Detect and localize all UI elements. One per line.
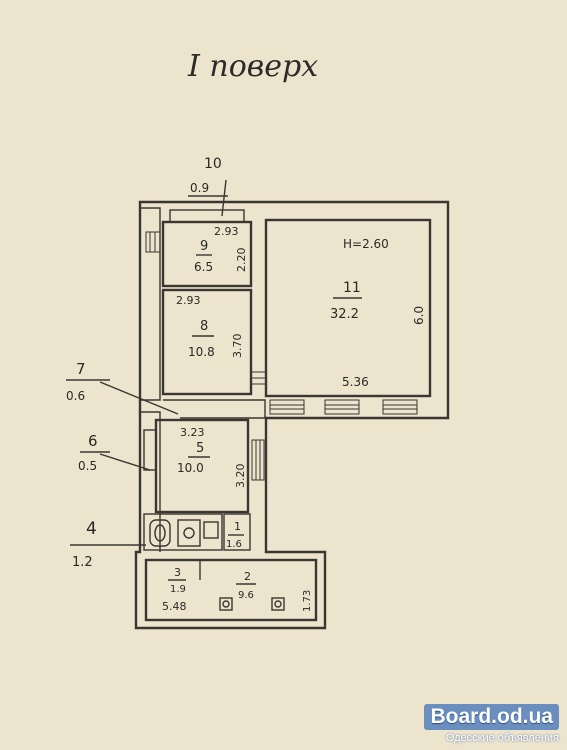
room-6-area: 0.5 xyxy=(78,459,97,473)
room-11-number: 11 xyxy=(343,280,361,296)
room-10-area: 0.9 xyxy=(190,181,209,195)
room-2-depth: 1.73 xyxy=(302,590,313,612)
room-7-number: 7 xyxy=(76,360,86,378)
room-8-outline xyxy=(161,288,253,396)
door-8-11 xyxy=(252,371,266,385)
room-1-number: 1 xyxy=(234,520,241,533)
watermark-logo: Board.od.ua xyxy=(424,704,559,730)
room-11-width: 5.36 xyxy=(342,375,369,389)
room-3-number: 3 xyxy=(174,566,181,579)
room-10-number: 10 xyxy=(204,156,222,172)
room-5-width: 3.23 xyxy=(180,426,205,439)
room-7-outline xyxy=(163,399,266,419)
room-1-area: 1.6 xyxy=(226,539,242,550)
room-8-height: 3.70 xyxy=(231,334,244,359)
leader-lines xyxy=(66,179,228,546)
room-6-number: 6 xyxy=(88,432,98,450)
room-10-outline xyxy=(169,209,245,223)
room-1-outline xyxy=(223,513,251,551)
room-8-number: 8 xyxy=(200,319,208,334)
room-9-number: 9 xyxy=(200,239,208,254)
room-11-depth: 6.0 xyxy=(412,306,426,325)
bath-fixtures xyxy=(149,519,219,547)
window-right-5 xyxy=(251,439,265,481)
room-3-area: 1.9 xyxy=(170,584,186,595)
room-4-area: 1.2 xyxy=(72,555,93,570)
room-2-number: 2 xyxy=(244,570,251,583)
room-9-width: 2.93 xyxy=(214,225,239,238)
floor-title: I поверх xyxy=(187,49,318,84)
room-2-area: 9.6 xyxy=(238,590,254,601)
stove-symbols xyxy=(219,597,285,611)
room-6-outline xyxy=(143,429,157,471)
room-5-number: 5 xyxy=(196,441,204,456)
site-watermark: Board.od.ua Одесские объявления xyxy=(424,704,559,744)
watermark-subtitle: Одесские объявления xyxy=(445,732,559,744)
room-8-width: 2.93 xyxy=(176,294,201,307)
room-11-outline xyxy=(264,218,432,398)
room-9-height: 2.20 xyxy=(235,248,248,273)
windows-room-11 xyxy=(269,399,418,415)
room-9-area: 6.5 xyxy=(194,260,213,274)
room-5-height: 3.20 xyxy=(234,464,247,489)
window-left-9 xyxy=(145,231,161,253)
room-2-width: 5.48 xyxy=(162,600,187,613)
room-4-outline xyxy=(143,513,223,551)
room-2-outline xyxy=(144,558,318,622)
room-11-area: 32.2 xyxy=(330,307,359,322)
outer-walls xyxy=(134,200,450,630)
room-8-area: 10.8 xyxy=(188,345,215,359)
room-11-ceiling-height: H=2.60 xyxy=(343,237,389,251)
room-5-area: 10.0 xyxy=(177,461,204,475)
room-4-number: 4 xyxy=(86,519,97,539)
room-7-area: 0.6 xyxy=(66,389,85,403)
